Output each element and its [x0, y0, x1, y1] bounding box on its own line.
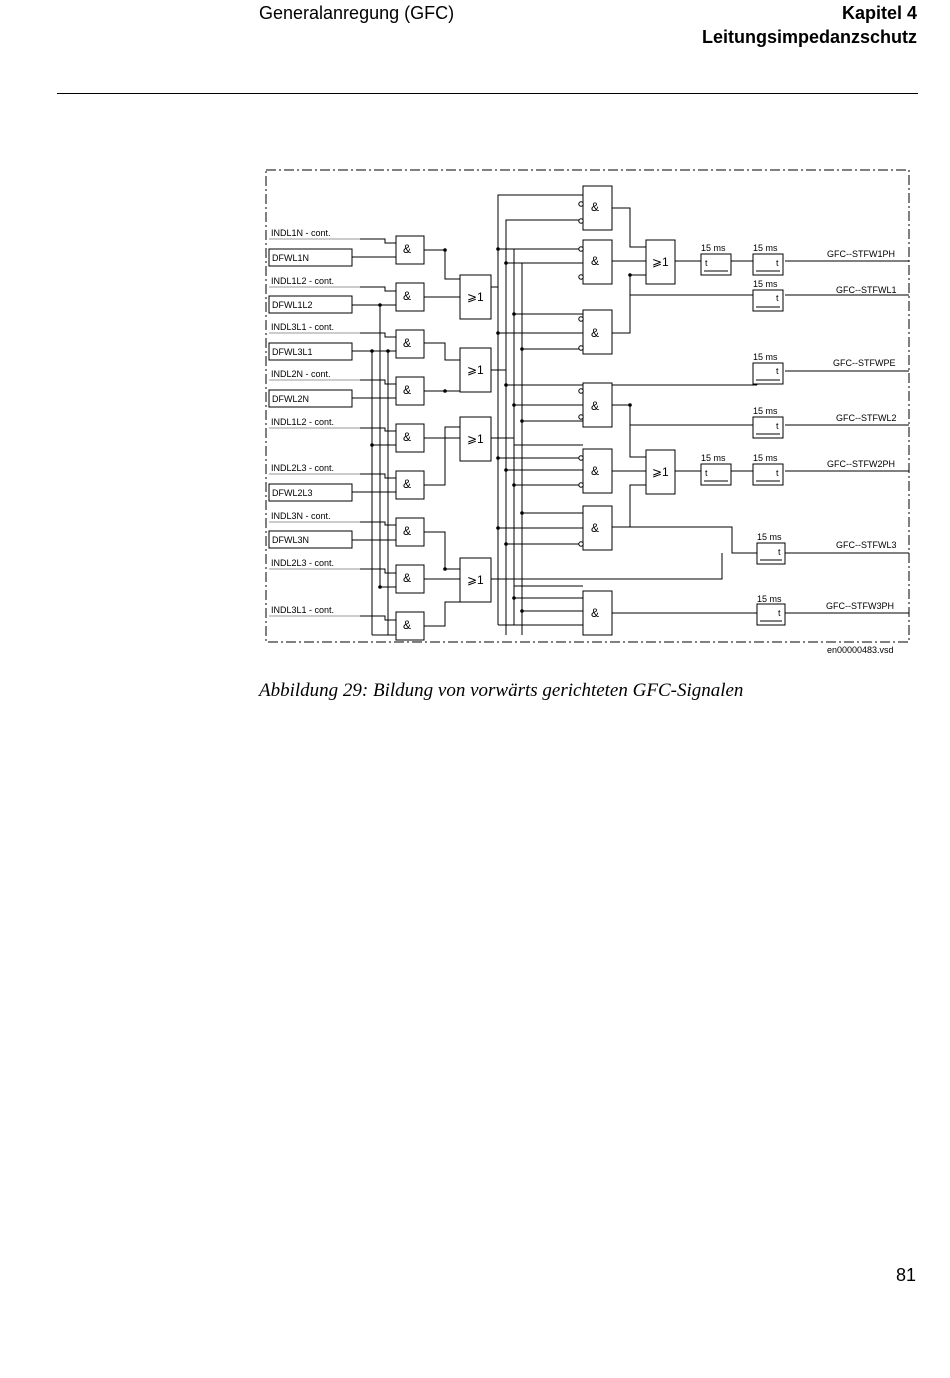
- svg-text:&: &: [591, 326, 599, 340]
- svg-text:&: &: [591, 254, 599, 268]
- svg-text:&: &: [403, 477, 411, 491]
- svg-text:15 ms: 15 ms: [757, 532, 782, 542]
- svg-text:&: &: [591, 464, 599, 478]
- input-label: INDL2N - cont.: [271, 369, 331, 379]
- timers: 15 ms t 15 ms t 15 ms t 15 ms t 15 ms t …: [700, 243, 786, 626]
- output-labels: GFC--STFW1PH GFC--STFWL1 GFC--STFWPE GFC…: [826, 249, 897, 611]
- svg-text:⩾1: ⩾1: [652, 255, 669, 269]
- input-label: INDL1N - cont.: [271, 228, 331, 238]
- input-label: INDL2L3 - cont.: [271, 463, 334, 473]
- svg-text:t: t: [778, 608, 781, 618]
- svg-text:&: &: [591, 521, 599, 535]
- svg-text:t: t: [776, 258, 779, 268]
- svg-text:15 ms: 15 ms: [753, 243, 778, 253]
- svg-text:t: t: [776, 366, 779, 376]
- svg-text:&: &: [403, 336, 411, 350]
- svg-text:t: t: [776, 293, 779, 303]
- output-label: GFC--STFWL3: [836, 540, 897, 550]
- svg-text:15 ms: 15 ms: [757, 594, 782, 604]
- svg-text:t: t: [705, 468, 708, 478]
- input-label: DFWL3N: [272, 535, 309, 545]
- output-label: GFC--STFWL2: [836, 413, 897, 423]
- input-label: INDL3L1 - cont.: [271, 322, 334, 332]
- running-header-section: Generalanregung (GFC): [259, 3, 455, 23]
- input-label: INDL2L3 - cont.: [271, 558, 334, 568]
- svg-text:15 ms: 15 ms: [753, 352, 778, 362]
- input-label: DFWL1L2: [272, 300, 313, 310]
- svg-text:t: t: [705, 258, 708, 268]
- output-label: GFC--STFW1PH: [827, 249, 895, 259]
- input-label: DFWL1N: [272, 253, 309, 263]
- svg-text:⩾1: ⩾1: [652, 465, 669, 479]
- svg-text:⩾1: ⩾1: [467, 290, 484, 304]
- svg-text:⩾1: ⩾1: [467, 432, 484, 446]
- svg-text:&: &: [403, 242, 411, 256]
- input-label: INDL3N - cont.: [271, 511, 331, 521]
- svg-text:t: t: [776, 468, 779, 478]
- running-header-chapter-title: Leitungsimpedanzschutz: [701, 27, 917, 47]
- svg-text:15 ms: 15 ms: [701, 243, 726, 253]
- output-label: GFC--STFW2PH: [827, 459, 895, 469]
- svg-text:&: &: [403, 524, 411, 538]
- input-label: DFWL3L1: [272, 347, 313, 357]
- page-number: 81: [895, 1265, 916, 1285]
- svg-text:15 ms: 15 ms: [701, 453, 726, 463]
- svg-text:&: &: [403, 383, 411, 397]
- svg-text:15 ms: 15 ms: [753, 453, 778, 463]
- input-label: DFWL2L3: [272, 488, 313, 498]
- input-label: DFWL2N: [272, 394, 309, 404]
- svg-text:15 ms: 15 ms: [753, 279, 778, 289]
- diagram-frame: [265, 169, 910, 643]
- svg-text:&: &: [403, 571, 411, 585]
- output-label: GFC--STFWL1: [836, 285, 897, 295]
- svg-text:t: t: [776, 421, 779, 431]
- header-rule: [57, 93, 918, 94]
- running-header-chapter: Kapitel 4: [841, 3, 917, 23]
- or-gates-output: ⩾1 ⩾1: [645, 239, 676, 495]
- input-label: INDL1L2 - cont.: [271, 276, 334, 286]
- svg-text:&: &: [591, 200, 599, 214]
- output-label: GFC--STFWPE: [833, 358, 896, 368]
- svg-text:t: t: [778, 547, 781, 557]
- input-label: INDL1L2 - cont.: [271, 417, 334, 427]
- svg-text:&: &: [403, 289, 411, 303]
- svg-text:&: &: [591, 399, 599, 413]
- svg-text:&: &: [591, 606, 599, 620]
- svg-text:15 ms: 15 ms: [753, 406, 778, 416]
- svg-text:&: &: [403, 618, 411, 632]
- file-name: en00000483.vsd: [827, 645, 894, 655]
- figure-caption: Abbildung 29: Bildung von vorwärts geric…: [259, 680, 744, 701]
- input-label: INDL3L1 - cont.: [271, 605, 334, 615]
- output-label: GFC--STFW3PH: [826, 601, 894, 611]
- svg-text:⩾1: ⩾1: [467, 363, 484, 377]
- and-gates-middle: & & & & & & &: [582, 185, 613, 636]
- svg-text:⩾1: ⩾1: [467, 573, 484, 587]
- or-gates-input: ⩾1 ⩾1 ⩾1 ⩾1: [459, 274, 492, 603]
- svg-text:&: &: [403, 430, 411, 444]
- logic-diagram: INDL1N - cont. DFWL1N INDL1L2 - cont. DF…: [265, 169, 910, 655]
- and-gates-input: & & & & & & & & &: [395, 235, 425, 641]
- input-labels: INDL1N - cont. DFWL1N INDL1L2 - cont. DF…: [268, 228, 353, 615]
